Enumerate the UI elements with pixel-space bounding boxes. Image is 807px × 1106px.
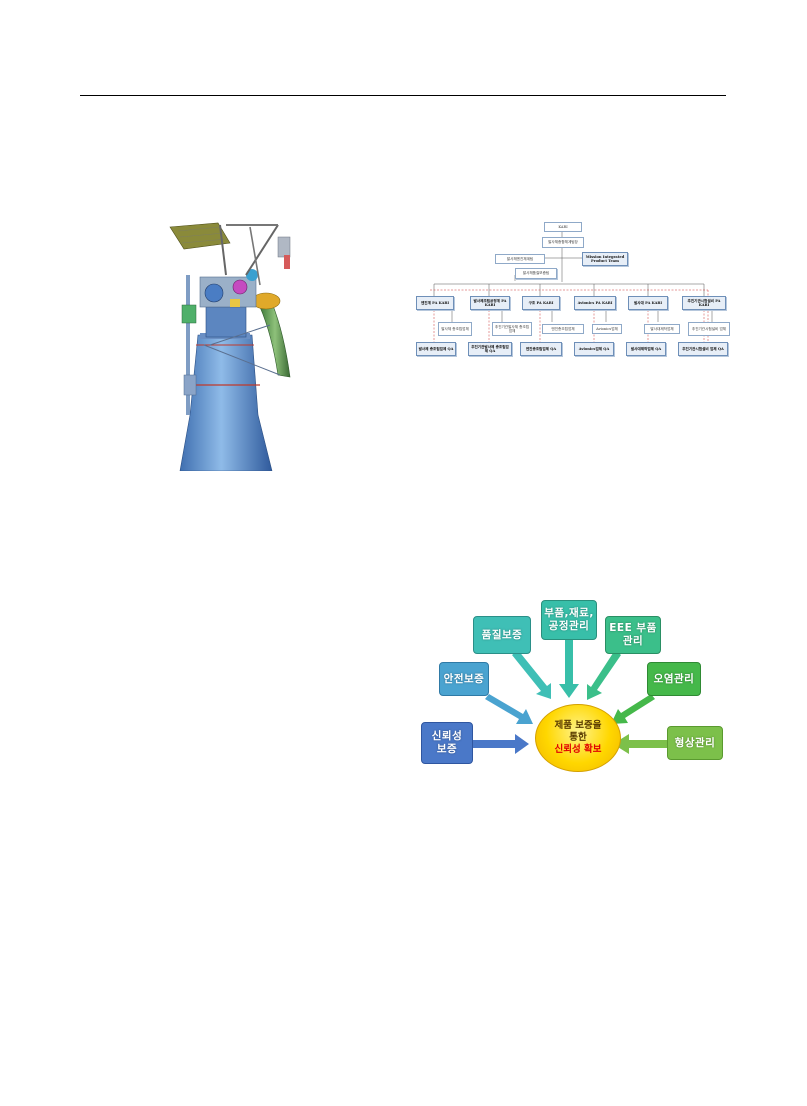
org-box-sub-1: 발사체 총조립업체 — [438, 322, 472, 336]
org-chart: KARI 발사체종합체계팀장 발사체엔진체계팀 Mission Integrat… — [412, 218, 732, 358]
reliability-box-6: 오염관리 — [647, 662, 701, 696]
reliability-box-1-line1: 신뢰성 — [431, 730, 463, 742]
org-box-kari: KARI — [544, 222, 582, 232]
org-box-sub-3: 엔진총조립업체 — [542, 324, 584, 334]
org-box-pa-3: 구조 PA KARI — [522, 296, 560, 310]
reliability-box-2: 안전보증 — [439, 662, 489, 696]
reliability-diagram: 신뢰성 보증 안전보증 품질보증 부품,재료, 공정관리 EEE 부품 관리 오… — [415, 598, 735, 772]
org-box-pa-2: 발사체조립공정계 PA KARI — [470, 296, 510, 310]
reliability-box-7: 형상관리 — [667, 726, 723, 760]
org-box-pa-4: Avionics PA KARI — [574, 296, 616, 310]
center-line-2: 통한 — [569, 732, 587, 743]
reliability-box-3: 품질보증 — [473, 616, 531, 654]
reliability-box-5: EEE 부품 관리 — [605, 616, 661, 654]
org-box-sub-4: Avionics업체 — [592, 324, 622, 334]
center-line-3: 신뢰성 확보 — [554, 744, 602, 755]
org-box-qa-5: 발사대제작업체 QA — [626, 342, 666, 356]
org-box-qa-2: 추진기관발사체 총조립업체 QA — [468, 342, 512, 356]
org-box-sub-5: 발사대제작업체 — [644, 324, 680, 334]
org-box-pa-5: 발사대 PA KARI — [628, 296, 668, 310]
org-box-qa-1: 발사체 총조립업체 QA — [416, 342, 456, 356]
org-box-team-mid: 발사체엔진체계팀 — [495, 254, 545, 264]
org-box-team-sub: 발사체품질보증팀 — [515, 268, 557, 279]
org-box-sub-2: 추진기관발사체 총조립업체 — [492, 322, 532, 336]
org-box-qa-6: 추진기관시험설비 업체 QA — [678, 342, 728, 356]
org-box-qa-4: Avionics업체 QA — [574, 342, 614, 356]
reliability-arrows — [473, 640, 667, 754]
reliability-box-5-line1: EEE 부품 — [609, 622, 657, 634]
org-box-pa-1: 엔진계 PA KARI — [416, 296, 454, 310]
rocket-engine-image — [160, 215, 310, 472]
reliability-box-1: 신뢰성 보증 — [421, 722, 473, 764]
org-box-qa-3: 엔진총조립업체 QA — [520, 342, 562, 356]
header-rule — [80, 95, 726, 96]
reliability-box-4-line1: 부품,재료, — [544, 607, 594, 619]
reliability-box-5-line2: 관리 — [622, 635, 644, 647]
org-box-mipt: Mission Integrated Product Team — [582, 252, 628, 266]
org-box-team-main: 발사체종합체계팀장 — [542, 237, 584, 248]
reliability-box-4-line2: 공정관리 — [548, 620, 590, 632]
org-box-pa-6: 추진기관시험설비 PA KARI — [682, 296, 726, 310]
reliability-center-circle: 제품 보증을 통한 신뢰성 확보 — [535, 704, 621, 772]
center-line-1: 제품 보증을 — [554, 720, 602, 731]
reliability-box-1-line2: 보증 — [436, 743, 458, 755]
org-box-sub-6: 추진기관시험설비 업체 — [688, 322, 730, 336]
org-chart-connectors — [430, 232, 713, 342]
reliability-box-4: 부품,재료, 공정관리 — [541, 600, 597, 640]
